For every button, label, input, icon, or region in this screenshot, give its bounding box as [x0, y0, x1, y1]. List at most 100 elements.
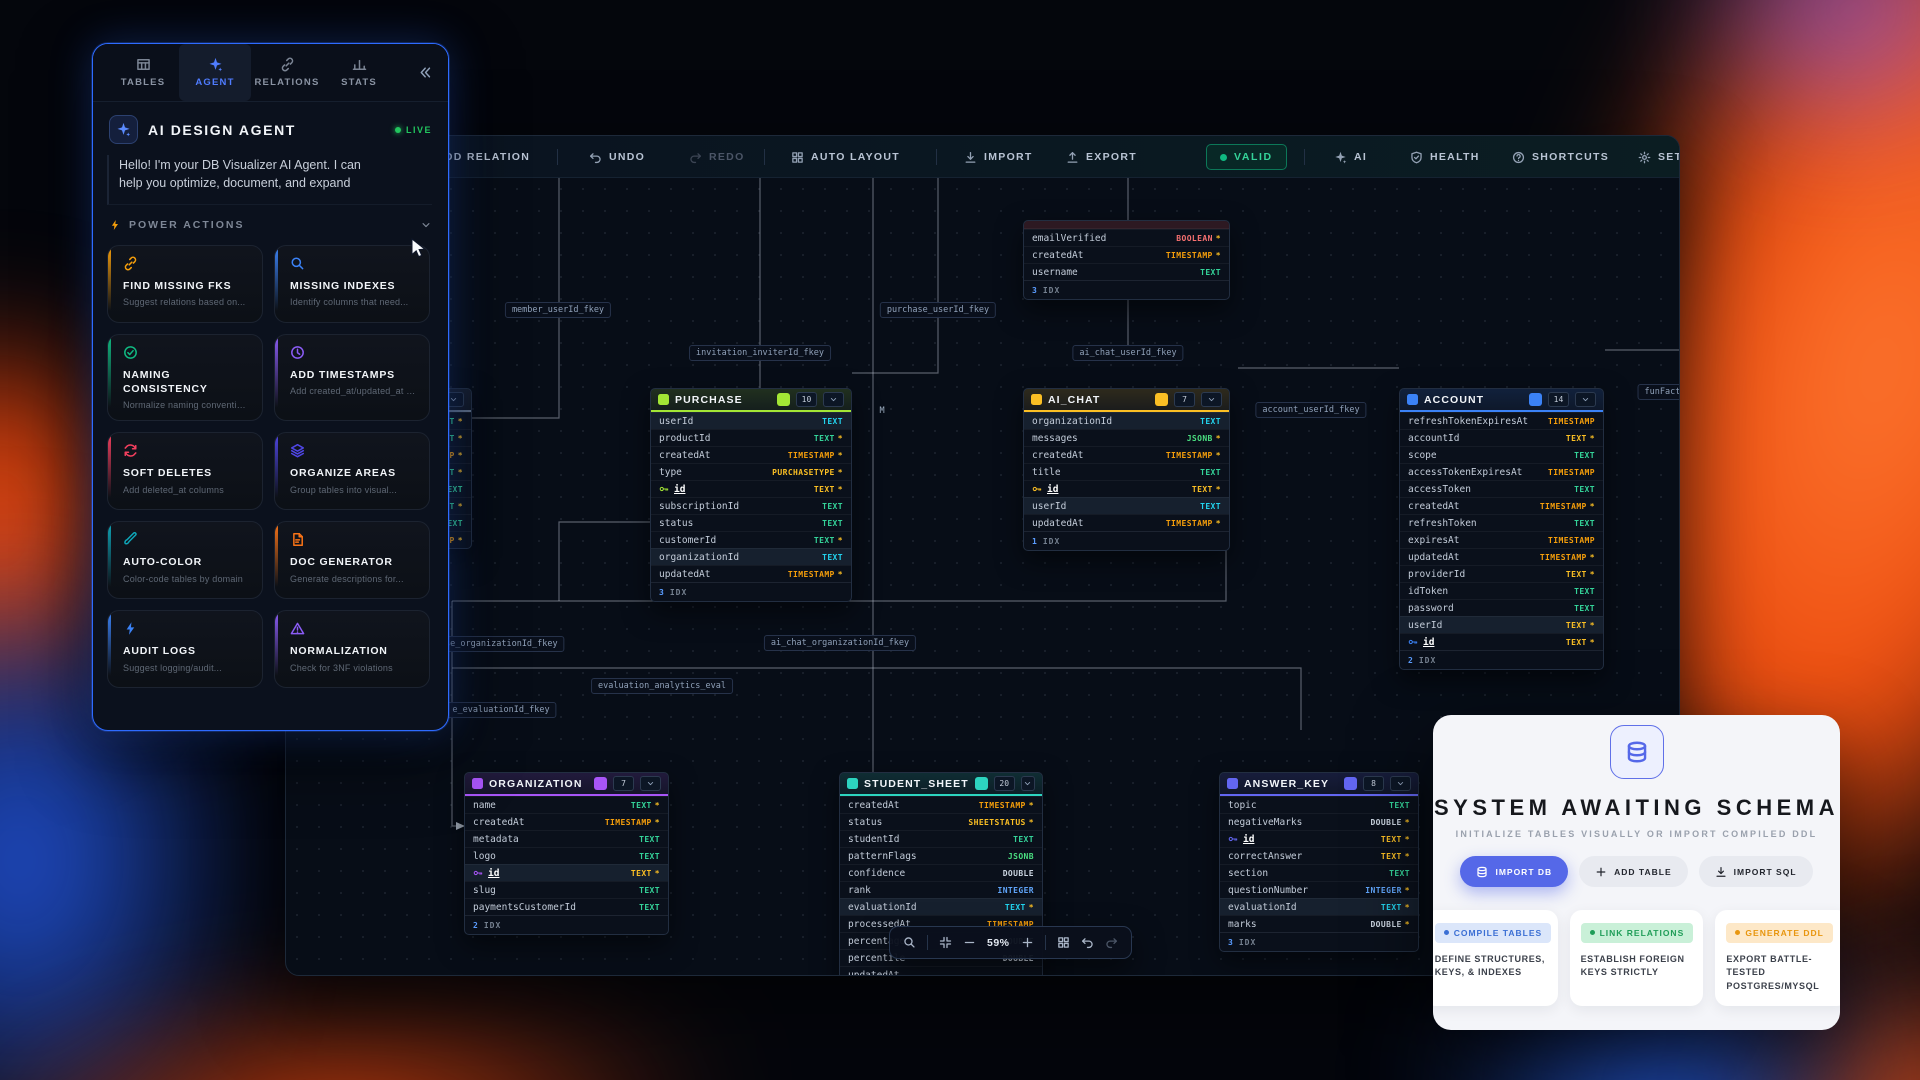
chevron-down-icon[interactable] — [1201, 392, 1222, 407]
chevron-down-icon[interactable] — [640, 776, 661, 791]
export-button[interactable]: EXPORT — [1066, 136, 1137, 178]
shortcuts-button[interactable]: SHORTCUTS — [1512, 136, 1609, 178]
tab-stats[interactable]: STATS — [323, 44, 395, 101]
ai-button[interactable]: AI — [1334, 136, 1367, 178]
table-color-chip[interactable] — [974, 777, 988, 790]
chevron-down-icon[interactable] — [1575, 392, 1596, 407]
auto-layout-button[interactable]: AUTO LAYOUT — [791, 136, 900, 178]
table-color-chip[interactable] — [594, 777, 607, 790]
settings-button[interactable]: SETTINGS — [1638, 136, 1679, 178]
import-button[interactable]: IMPORT — [964, 136, 1033, 178]
table-color-chip[interactable] — [1155, 393, 1168, 406]
table-color-chip[interactable] — [1344, 777, 1357, 790]
fit-icon[interactable] — [939, 936, 952, 949]
chevron-down-icon[interactable] — [1390, 776, 1411, 791]
chevron-down-icon[interactable] — [1020, 776, 1035, 791]
collapse-sidebar-button[interactable] — [411, 59, 438, 86]
column-row[interactable]: updatedAt — [840, 966, 1042, 975]
search-icon[interactable] — [903, 936, 916, 949]
import-sql-button[interactable]: IMPORT SQL — [1698, 856, 1813, 887]
tab-tables[interactable]: TABLES — [107, 44, 179, 101]
tab-agent[interactable]: AGENT — [179, 44, 251, 101]
chevron-down-icon[interactable] — [823, 392, 844, 407]
import-db-button[interactable]: IMPORT DB — [1460, 856, 1569, 887]
tab-relations[interactable]: RELATIONS — [251, 44, 323, 101]
plus-icon[interactable] — [1021, 936, 1034, 949]
table-color-chip[interactable] — [777, 393, 790, 406]
chevron-down-icon[interactable] — [420, 219, 432, 231]
health-button[interactable]: HEALTH — [1410, 136, 1480, 178]
undo-icon[interactable] — [1081, 936, 1094, 949]
